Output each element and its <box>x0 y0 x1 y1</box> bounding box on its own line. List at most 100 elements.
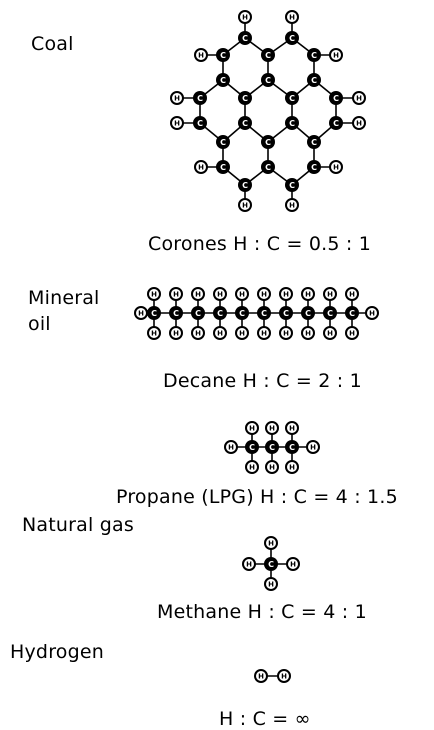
hydrogen-atom: H <box>345 287 359 301</box>
hydrogen-atom: H <box>170 91 184 105</box>
svg-text:C: C <box>151 309 157 318</box>
hydrogen-atom: H <box>306 440 320 454</box>
hydrogen-atom: H <box>323 326 337 340</box>
svg-text:C: C <box>311 138 317 147</box>
hydrogen-atom: H <box>147 287 161 301</box>
svg-text:H: H <box>239 330 245 338</box>
coronene-caption: Corones H : C = 0.5 : 1 <box>148 233 371 255</box>
svg-text:H: H <box>327 330 333 338</box>
svg-text:C: C <box>305 309 311 318</box>
hydrogen-atom: H <box>238 10 252 24</box>
svg-text:H: H <box>269 464 275 472</box>
svg-text:C: C <box>311 76 317 85</box>
svg-text:H: H <box>281 673 287 681</box>
hydrogen-atom: H <box>286 557 300 571</box>
hydrogen-atom: H <box>238 198 252 212</box>
carbon-atom: C <box>193 116 207 130</box>
carbon-atom: C <box>285 440 299 454</box>
carbon-atom: C <box>279 306 293 320</box>
carbon-atom: C <box>193 91 207 105</box>
svg-text:H: H <box>217 330 223 338</box>
hydrogen-label: Hydrogen <box>10 641 105 663</box>
svg-text:C: C <box>220 138 226 147</box>
svg-text:C: C <box>265 51 271 60</box>
hydrogen-atom: H <box>257 326 271 340</box>
carbon-atom: C <box>261 73 275 87</box>
svg-text:H: H <box>289 464 295 472</box>
svg-text:H: H <box>242 14 248 22</box>
carbon-atom: C <box>235 306 249 320</box>
svg-text:H: H <box>349 291 355 299</box>
hydrogen-atom: H <box>277 669 291 683</box>
svg-text:C: C <box>242 94 248 103</box>
svg-text:C: C <box>289 181 295 190</box>
hydrogen-atom: H <box>285 421 299 435</box>
svg-text:C: C <box>242 181 248 190</box>
carbon-atom: C <box>216 48 230 62</box>
hydrogen-atom: H <box>235 326 249 340</box>
svg-text:C: C <box>289 119 295 128</box>
carbon-atom: C <box>285 91 299 105</box>
svg-text:C: C <box>197 119 203 128</box>
svg-text:C: C <box>197 94 203 103</box>
svg-text:H: H <box>258 673 264 681</box>
hydrogen-atom: H <box>352 91 366 105</box>
hydrogen-atom: H <box>301 326 315 340</box>
carbon-atom: C <box>257 306 271 320</box>
svg-text:H: H <box>327 291 333 299</box>
svg-text:H: H <box>349 330 355 338</box>
hydrogen-atom: H <box>301 287 315 301</box>
hydrogen-atom: H <box>213 287 227 301</box>
svg-text:C: C <box>327 309 333 318</box>
hydrogen-atom: H <box>213 326 227 340</box>
svg-text:C: C <box>239 309 245 318</box>
svg-text:H: H <box>310 444 316 452</box>
svg-text:H: H <box>195 291 201 299</box>
svg-text:C: C <box>220 51 226 60</box>
methane-caption: Methane H : C = 4 : 1 <box>157 601 367 623</box>
carbon-atom: C <box>261 160 275 174</box>
svg-text:H: H <box>268 581 274 589</box>
hydrogen-atom: H <box>285 10 299 24</box>
hydrogen-atom: H <box>191 287 205 301</box>
svg-text:H: H <box>290 561 296 569</box>
hydrogen-atom: H <box>170 116 184 130</box>
svg-text:H: H <box>228 444 234 452</box>
carbon-atom: C <box>307 73 321 87</box>
decane-caption: Decane H : C = 2 : 1 <box>163 370 362 392</box>
svg-text:H: H <box>173 330 179 338</box>
carbon-atom: C <box>238 91 252 105</box>
svg-text:H: H <box>289 14 295 22</box>
hydrogen-atom: H <box>345 326 359 340</box>
svg-text:H: H <box>138 310 144 318</box>
carbon-atom: C <box>329 116 343 130</box>
carbon-atom: C <box>245 440 259 454</box>
svg-text:C: C <box>242 34 248 43</box>
carbon-atom: C <box>345 306 359 320</box>
carbon-atom: C <box>238 116 252 130</box>
hydrogen-atom: H <box>191 326 205 340</box>
svg-text:H: H <box>249 425 255 433</box>
carbon-atom: C <box>265 440 279 454</box>
hydrogen-atom: H <box>329 160 343 174</box>
svg-text:H: H <box>242 202 248 210</box>
svg-text:C: C <box>289 443 295 452</box>
propane-caption: Propane (LPG) H : C = 4 : 1.5 <box>116 486 398 508</box>
svg-text:C: C <box>173 309 179 318</box>
hydrogen-atom: H <box>254 669 268 683</box>
carbon-atom: C <box>216 135 230 149</box>
carbon-atom: C <box>264 557 278 571</box>
svg-text:C: C <box>242 119 248 128</box>
svg-text:C: C <box>283 309 289 318</box>
hydrogen-atom: H <box>285 460 299 474</box>
carbon-atom: C <box>238 31 252 45</box>
hydrogen-atom: H <box>329 48 343 62</box>
carbon-atom: C <box>213 306 227 320</box>
svg-text:H: H <box>151 330 157 338</box>
